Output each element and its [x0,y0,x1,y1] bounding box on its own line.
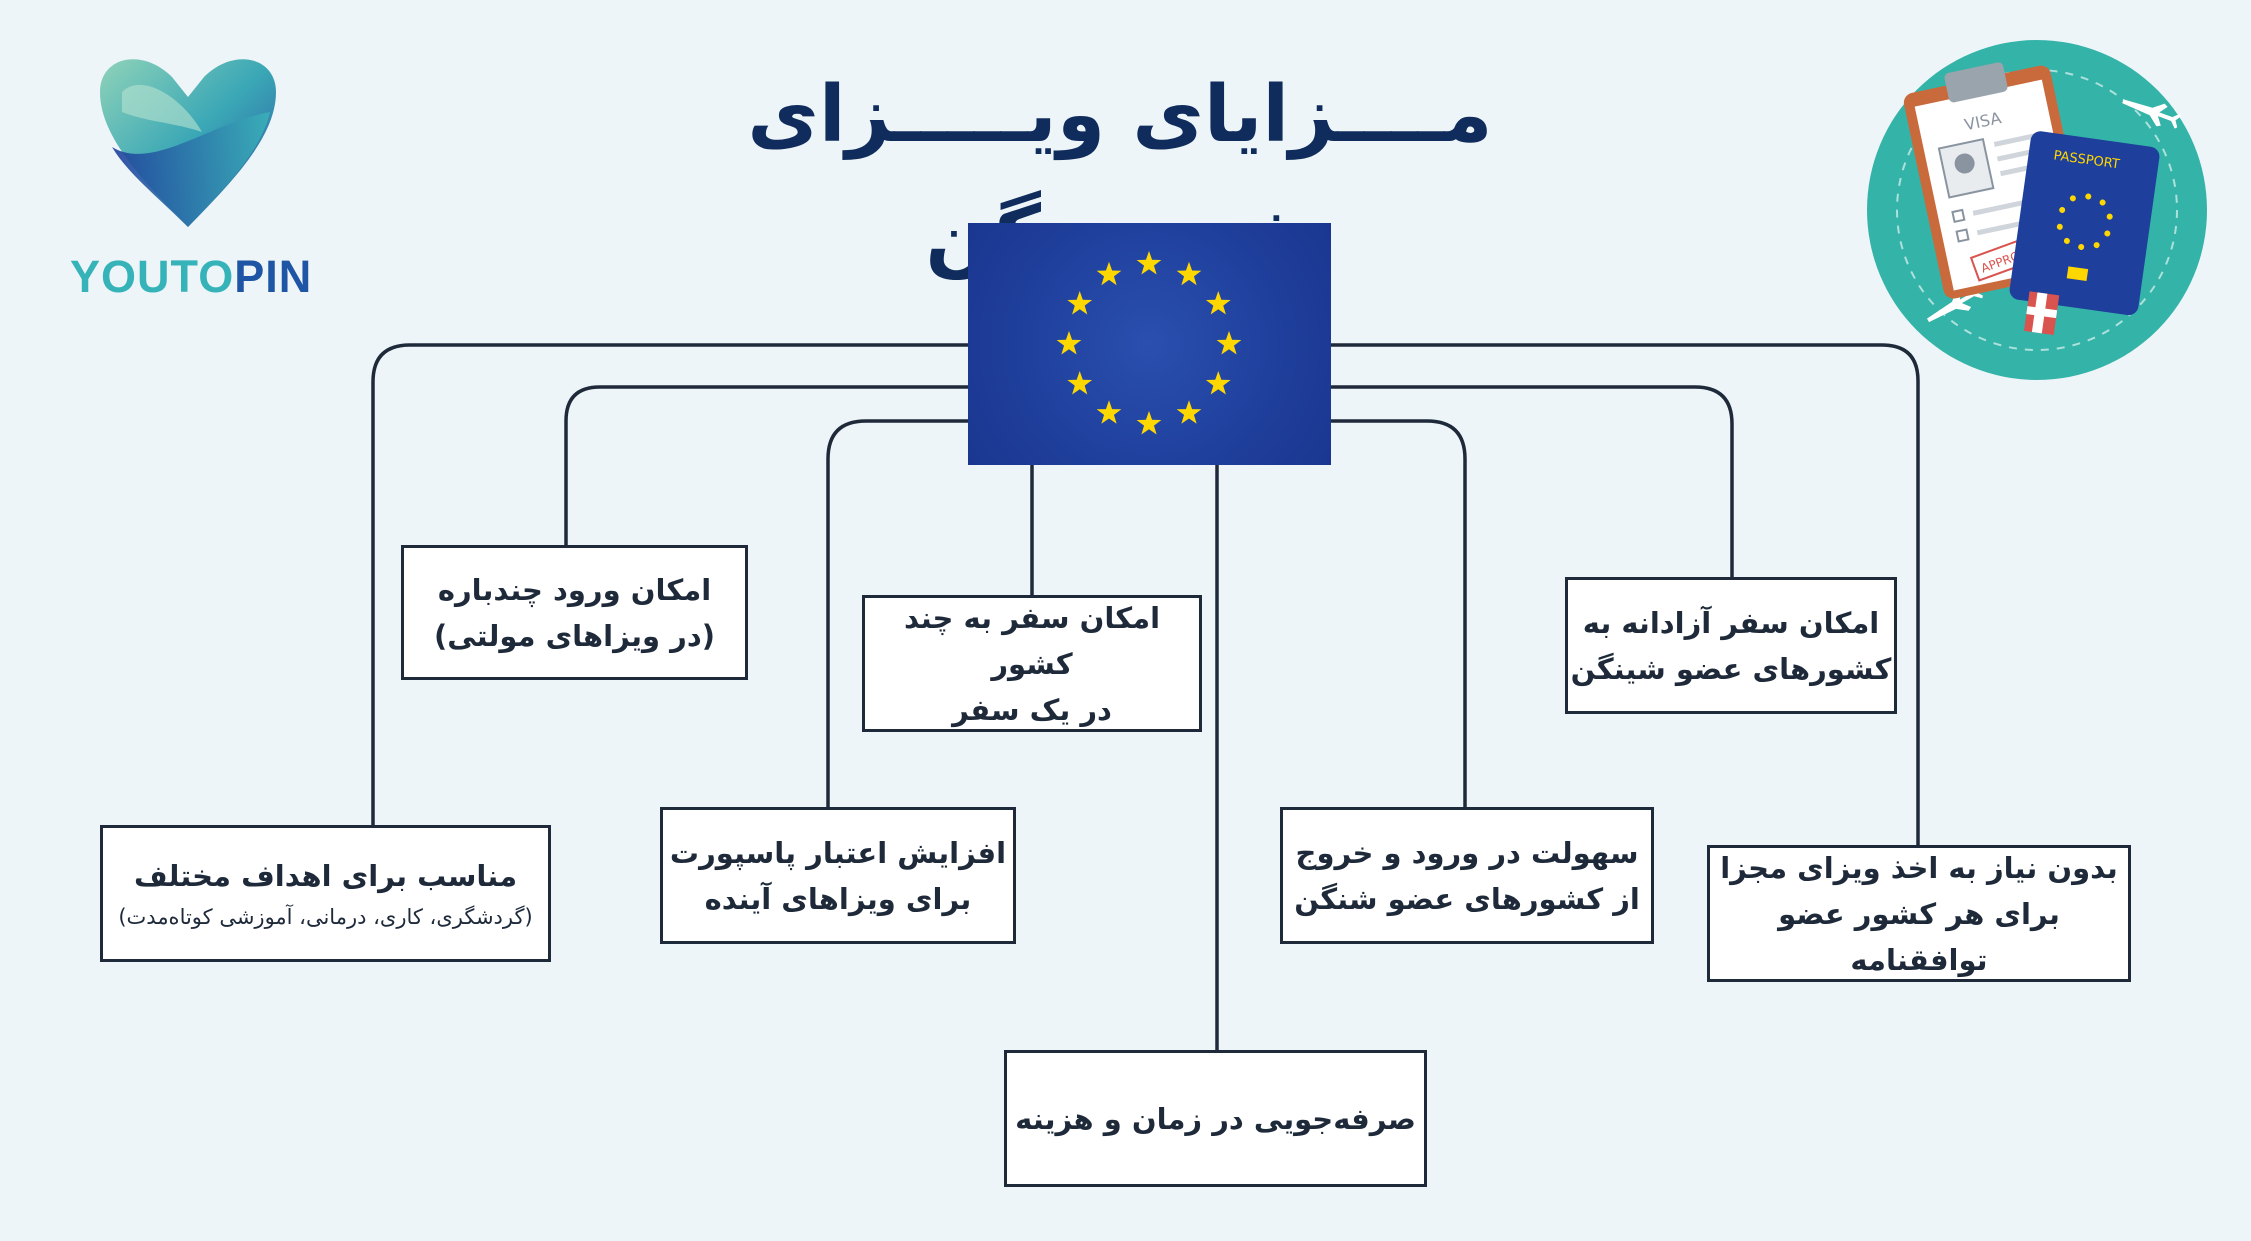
benefit-box-various-purposes: مناسب برای اهداف مختلف (گردشگری، کاری، د… [100,825,551,962]
benefit-text: سهولت در ورود و خروج [1296,830,1639,876]
benefit-box-multiple-entry: امکان ورود چندباره (در ویزاهای مولتی) [401,545,748,680]
visa-passport-illustration: VISA APPROVED PASSPORT [1862,35,2212,385]
benefit-text: امکان سفر آزادانه به [1583,600,1879,646]
eu-flag-icon [968,223,1331,465]
benefit-text: (در ویزاهای مولتی) [434,613,715,659]
flag-star-icon [1097,262,1122,286]
benefit-text: بدون نیاز به اخذ ویزای مجزا [1720,845,2118,891]
benefit-box-multi-country-trip: امکان سفر به چند کشور در یک سفر [862,595,1202,732]
eu-star-ring [968,223,1331,465]
logo [92,52,284,232]
brand-wordmark: YOUTOPIN [70,252,320,302]
flag-star-icon [1177,262,1202,286]
benefit-text: امکان ورود چندباره [438,567,711,613]
benefit-box-easy-entry-exit: سهولت در ورود و خروج از کشورهای عضو شنگن [1280,807,1654,944]
connector-mid-right [1331,387,1732,577]
benefit-text: کشورهای عضو شینگن [1571,646,1892,692]
page-title: مــــزایای ویـــــزای شیـــــنگن [560,55,1680,175]
flag-star-icon [1137,411,1162,435]
benefit-text: مناسب برای اهداف مختلف [134,853,517,899]
flag-star-icon [1206,291,1231,315]
benefit-text: افزایش اعتبار پاسپورت [670,830,1006,876]
benefit-subtext: (گردشگری، کاری، درمانی، آموزشی کوتاه‌مدت… [118,899,532,935]
benefit-box-no-separate-visa: بدون نیاز به اخذ ویزای مجزا برای هر کشور… [1707,845,2131,982]
flag-star-icon [1067,371,1092,395]
flag-star-icon [1217,331,1242,355]
brand-part1: YOUTO [70,251,234,302]
connector-mid-left [566,387,968,545]
flag-star-icon [1067,291,1092,315]
flag-star-icon [1177,400,1202,424]
flag-star-icon [1206,371,1231,395]
benefit-text: از کشورهای عضو شنگن [1294,876,1640,922]
connector-inner-right [1331,421,1465,807]
flag-star-icon [1137,251,1162,275]
benefit-text: در یک سفر [952,687,1112,733]
benefit-text: برای ویزاهای آینده [705,876,972,922]
brand-part2: PIN [234,251,312,302]
benefit-box-free-travel: امکان سفر آزادانه به کشورهای عضو شینگن [1565,577,1897,714]
benefit-box-time-cost-saving: صرفه‌جویی در زمان و هزینه [1004,1050,1427,1187]
benefit-box-passport-credit: افزایش اعتبار پاسپورت برای ویزاهای آینده [660,807,1016,944]
flag-star-icon [1097,400,1122,424]
heart-logo-icon [92,52,284,232]
flag-star-icon [1057,331,1082,355]
benefit-text: صرفه‌جویی در زمان و هزینه [1015,1096,1416,1142]
benefit-text: امکان سفر به چند کشور [865,595,1199,687]
benefit-text: برای هر کشور عضو توافقنامه [1710,891,2128,983]
